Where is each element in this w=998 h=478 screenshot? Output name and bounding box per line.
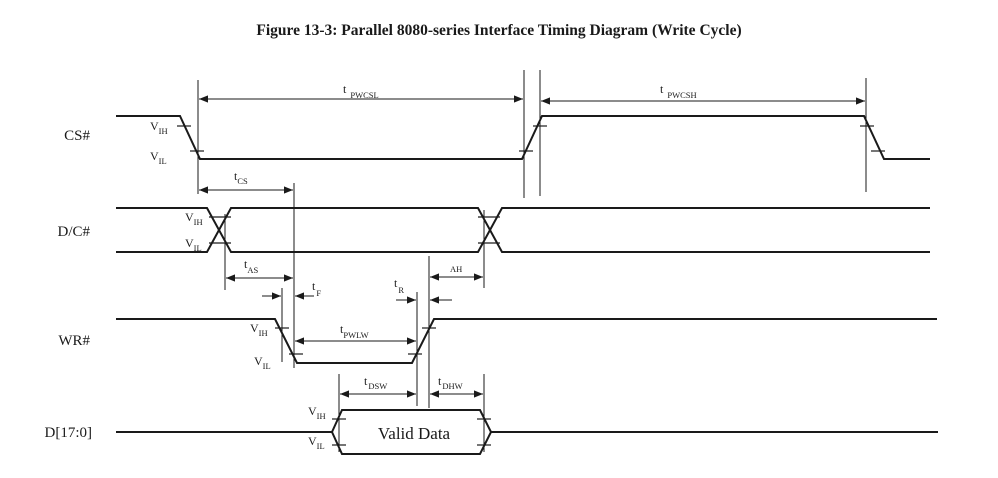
waveform-cs xyxy=(116,115,930,160)
dc-vih-label: VIH xyxy=(185,210,203,227)
label-t-dhw: tDHW xyxy=(438,374,463,391)
wr-vih-label: VIH xyxy=(250,321,268,338)
wr-vil-label: VIL xyxy=(254,354,271,371)
label-t-r: tR xyxy=(394,276,404,295)
cs-vih-label: VIH xyxy=(150,119,168,136)
label-t-pwlw: tPWLW xyxy=(340,322,369,340)
label-t-ah: AH xyxy=(450,264,462,274)
valid-data-label: Valid Data xyxy=(378,424,451,443)
signal-label-wr: WR# xyxy=(58,333,90,349)
waveform-wr xyxy=(116,318,937,364)
label-t-as: tAS xyxy=(244,257,258,275)
figure-title: Figure 13-3: Parallel 8080-series Interf… xyxy=(256,22,742,39)
data-vil-label: VIL xyxy=(308,434,325,451)
cs-vil-label: VIL xyxy=(150,149,167,166)
waveform-dc xyxy=(116,207,930,253)
dc-vil-label: VIL xyxy=(185,236,202,253)
signal-label-data: D[17:0] xyxy=(45,425,93,441)
waveform-data xyxy=(116,409,938,455)
label-t-cs: tCS xyxy=(234,169,248,186)
reference-lines xyxy=(197,70,867,452)
signal-label-cs: CS# xyxy=(64,128,90,144)
data-vih-label: VIH xyxy=(308,404,326,421)
signal-label-dc: D/C# xyxy=(57,224,90,240)
label-t-f: tF xyxy=(312,279,321,298)
label-t-dsw: tDSW xyxy=(364,374,387,391)
